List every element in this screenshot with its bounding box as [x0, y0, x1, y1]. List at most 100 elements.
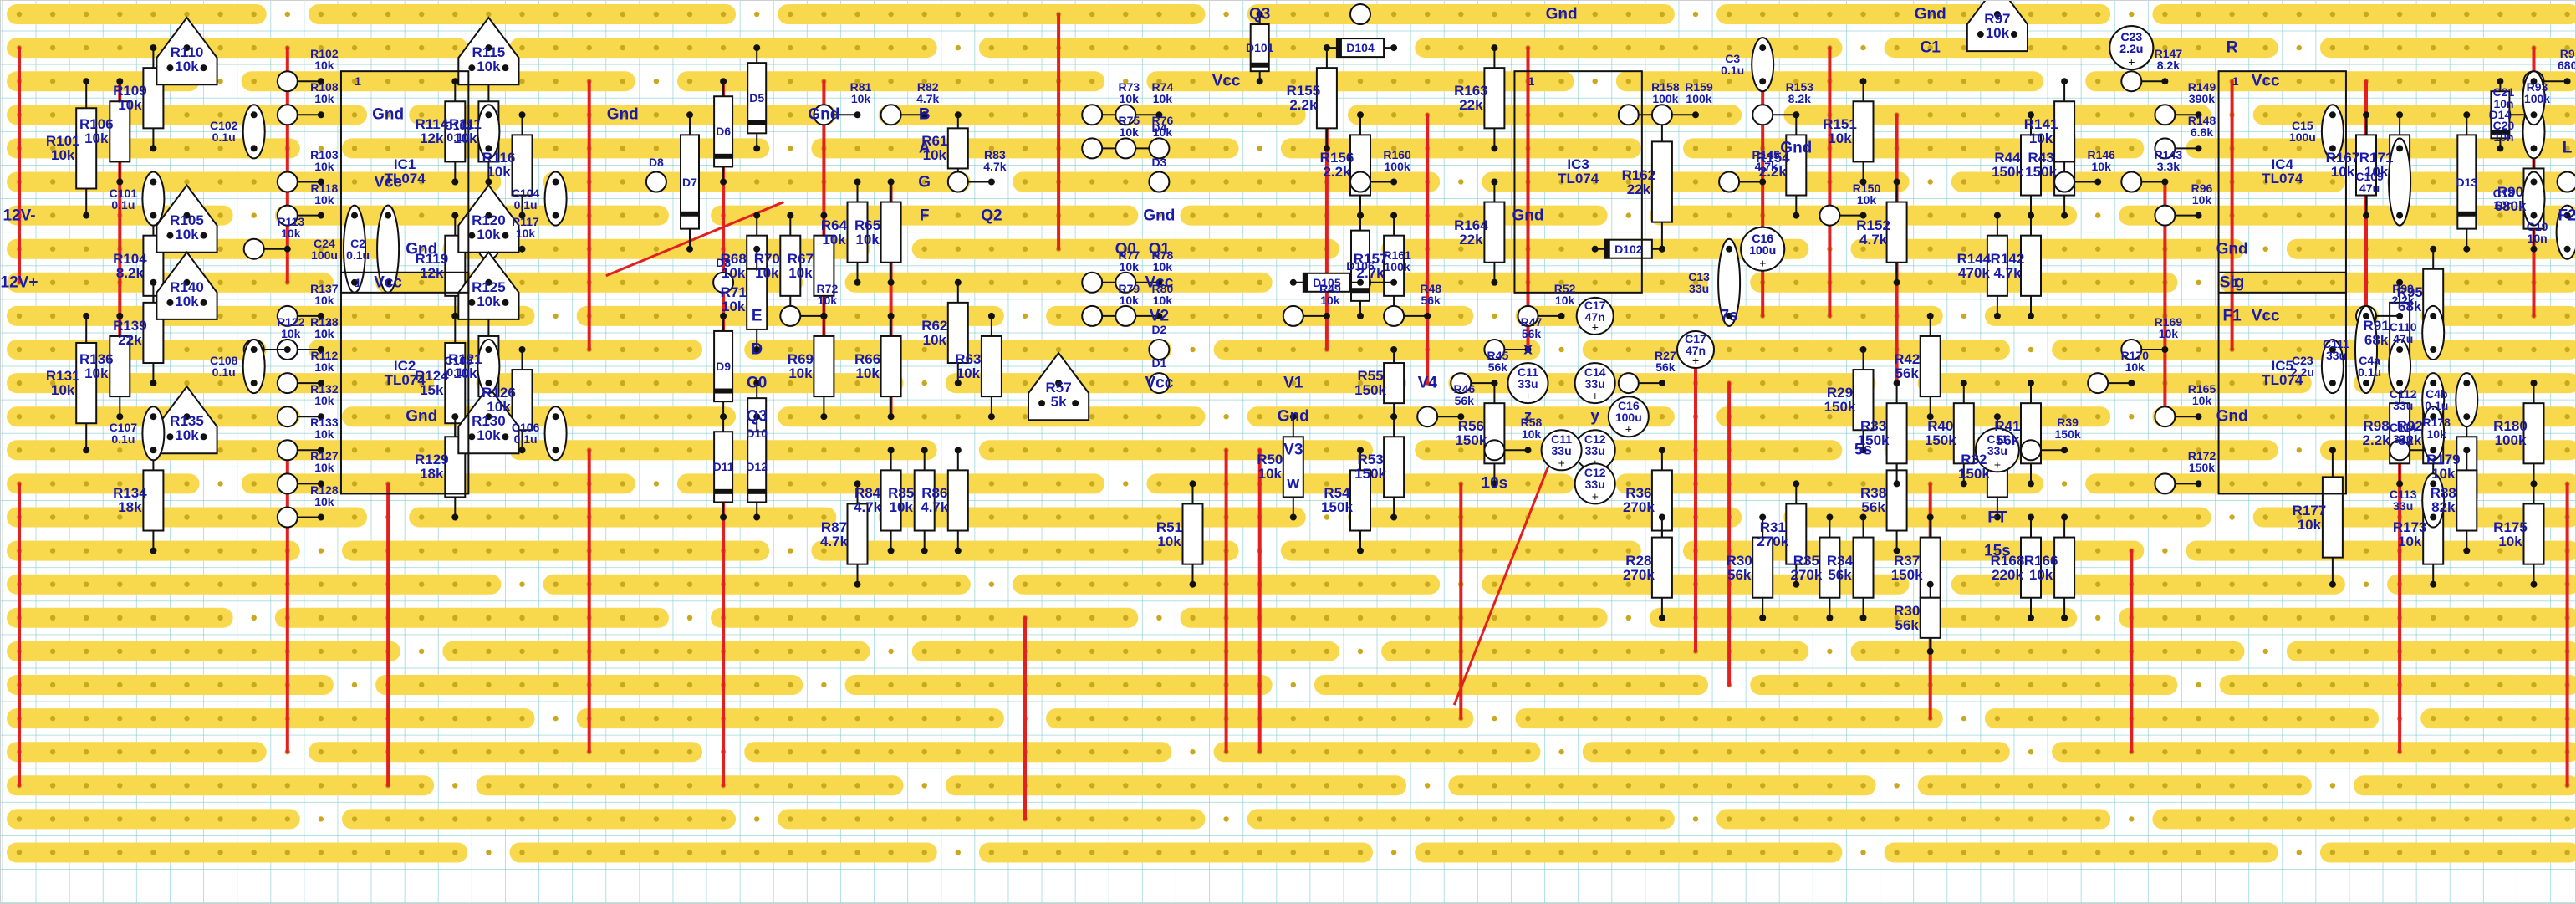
lead-pin: [2563, 212, 2571, 219]
strip-hole: [1123, 79, 1129, 84]
resistor-label-ref: R101: [45, 133, 80, 150]
strip-hole: [2162, 648, 2168, 655]
resistor-body: [2154, 104, 2176, 126]
strip-hole: [2262, 79, 2268, 84]
lead-pin: [1793, 480, 1800, 488]
resistor-label-ref: R53: [1357, 452, 1384, 468]
strip-hole: [1927, 279, 1933, 285]
strip-hole: [1625, 581, 1632, 587]
resistor-body: [1617, 104, 1640, 126]
lead-pin: [1960, 380, 1967, 387]
strip-hole: [1492, 548, 1497, 554]
strip-hole: [2196, 380, 2201, 386]
strip-hole: [1492, 514, 1497, 520]
resistor-body: [2120, 339, 2143, 360]
resistor-body: [1115, 271, 1137, 294]
strip-hole: [49, 380, 56, 386]
resistor-label-ref: R119: [415, 250, 449, 267]
ic-pin1-label: 1: [355, 75, 361, 87]
strip-hole: [821, 581, 827, 587]
lead-pin: [1993, 413, 2001, 421]
strip-hole: [1089, 648, 1095, 655]
lead-pin: [317, 413, 324, 421]
strip-hole: [2564, 11, 2570, 18]
resistor-body: [813, 104, 835, 126]
resistor-label-value: 150k: [1354, 466, 1387, 483]
copper-strip: [1348, 105, 1742, 125]
lead-pin: [485, 111, 492, 119]
capacitor-label-value: 0.1u: [1721, 64, 1745, 78]
strip-hole: [821, 850, 827, 855]
diode-label: D102: [1614, 243, 1642, 255]
resistor-label-value: 10k: [855, 365, 880, 382]
resistor-label-value: 10k: [1152, 293, 1173, 307]
strip-hole: [452, 615, 458, 621]
strip-hole: [955, 581, 962, 587]
lead-pin: [150, 278, 157, 286]
strip-hole: [1190, 414, 1196, 420]
strip-hole: [251, 414, 257, 420]
strip-hole: [620, 615, 625, 621]
lead-pin: [2530, 145, 2538, 152]
resistor-label-value: 150k: [2054, 427, 2081, 442]
resistor-label-value: 10k: [2297, 516, 2322, 533]
strip-hole: [251, 615, 257, 621]
strip-hole: [1257, 146, 1262, 151]
strip-hole: [1055, 615, 1062, 621]
strip-hole: [2196, 346, 2201, 353]
resistor-label-value: 150k: [1354, 382, 1387, 399]
lead-pin: [317, 111, 324, 119]
strip-hole: [2329, 648, 2336, 655]
net-label-ref: Gnd: [406, 240, 438, 258]
strip-hole: [1123, 816, 1129, 822]
strip-hole: [1625, 615, 1632, 621]
lead-pin: [351, 278, 358, 286]
strip-hole: [2296, 414, 2302, 420]
resistor-body: [746, 268, 768, 330]
resistor-body: [511, 369, 533, 432]
strip-hole: [84, 648, 89, 655]
strip-hole: [2262, 380, 2268, 386]
strip-hole: [84, 246, 89, 252]
lead-pin: [2329, 380, 2336, 387]
strip-hole: [2129, 514, 2135, 520]
capacitor-body: [1507, 362, 1549, 405]
strip-hole: [1525, 682, 1531, 688]
strip-hole: [2229, 749, 2235, 755]
strip-hole: [519, 816, 525, 822]
lead-pin: [502, 64, 509, 72]
strip-hole: [754, 648, 760, 655]
capacitor-body: [2455, 372, 2479, 428]
strip-hole: [1290, 146, 1297, 151]
strip-hole: [1492, 783, 1497, 789]
strip-hole: [184, 850, 190, 855]
strip-hole: [1894, 79, 1900, 84]
strip-hole: [955, 44, 962, 51]
strip-hole: [821, 11, 827, 18]
strip-hole: [1692, 146, 1699, 151]
lead-pin: [2028, 614, 2034, 621]
ic-pin1-label: 1: [2232, 277, 2239, 289]
strip-hole: [1055, 850, 1062, 855]
capacitor-body: [2421, 406, 2446, 462]
strip-hole: [620, 682, 625, 688]
strip-hole: [2497, 783, 2503, 789]
strip-hole: [1156, 749, 1162, 755]
resistor-label-ref: R123: [310, 315, 339, 329]
diode-band: [2457, 211, 2477, 217]
resistor-label-ref: R177: [2292, 502, 2327, 518]
strip-hole: [84, 816, 89, 822]
lead-pin: [854, 480, 861, 488]
